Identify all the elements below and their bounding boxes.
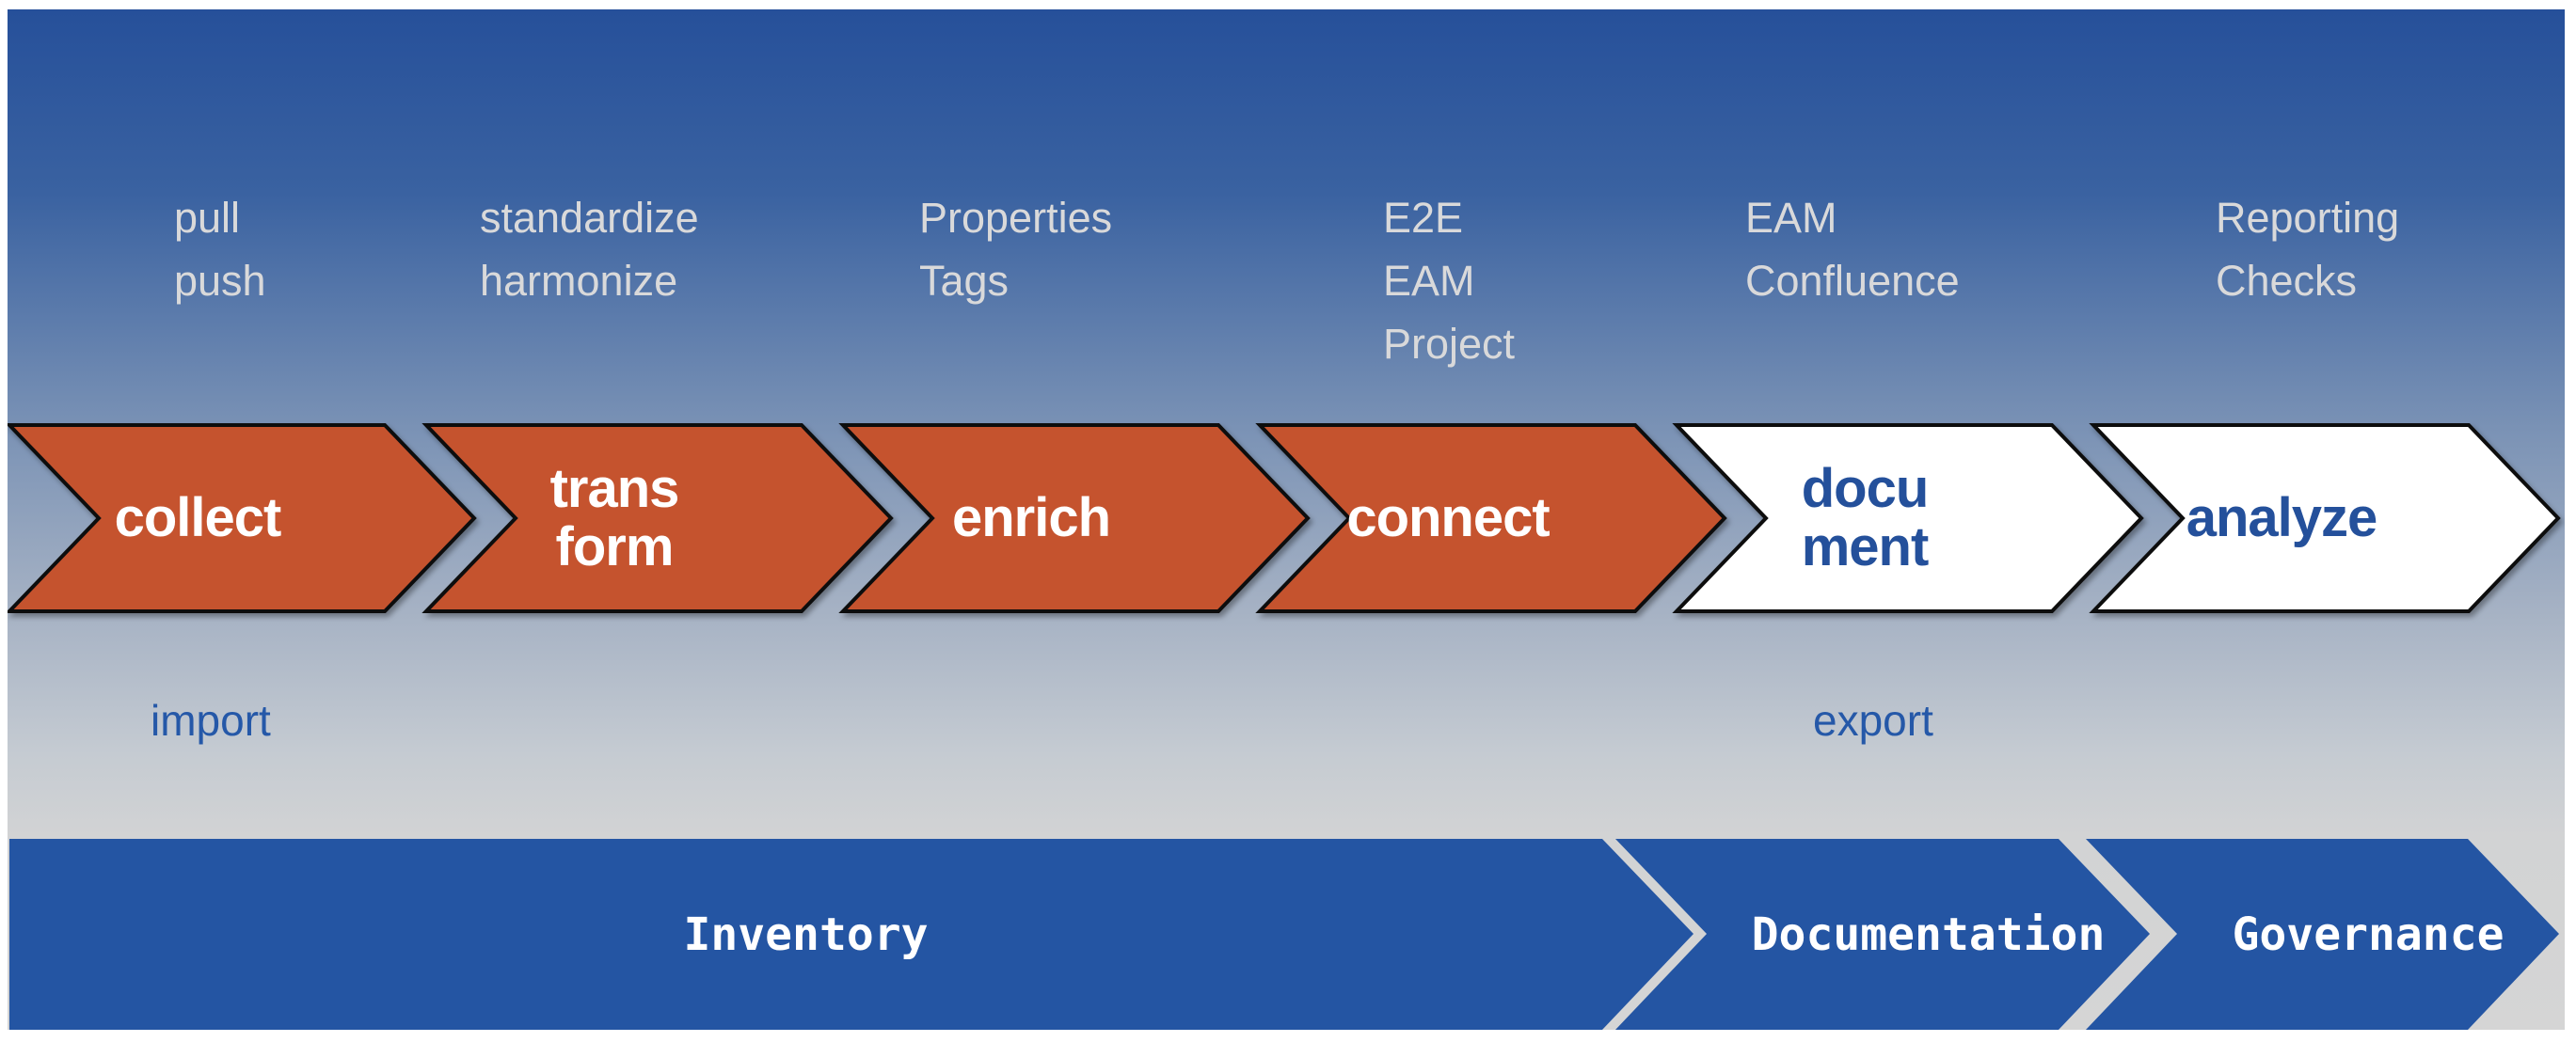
annotation-transform: standardize harmonize (480, 194, 699, 305)
phase-label-documentation: Documentation (1751, 908, 2106, 961)
phase-chevron-governance (2086, 839, 2559, 1030)
annotation-document: EAM Confluence (1745, 194, 1960, 305)
step-label-connect: connect (1346, 487, 1550, 548)
step-label-enrich: enrich (951, 487, 1111, 548)
step-label-analyze: analyze (2186, 487, 2378, 548)
step-chevron-enrich (838, 423, 1311, 613)
step-label-document: docu ment (1801, 458, 1930, 577)
step-chevron-connect (1255, 423, 1727, 613)
annotation-analyze: Reporting Checks (2216, 194, 2400, 305)
phase-label-governance: Governance (2232, 908, 2504, 961)
slide-background: pull push standardize harmonize Properti… (8, 9, 2565, 1030)
step-label-collect: collect (114, 487, 282, 548)
phase-chevron-inventory (9, 839, 1693, 1030)
step-chevron-transform (421, 423, 894, 613)
note-export: export (1813, 696, 1933, 745)
step-chevron-document (1672, 423, 2144, 613)
note-import: import (151, 696, 271, 745)
annotation-collect: pull push (174, 194, 266, 305)
phase-label-inventory: Inventory (683, 908, 929, 961)
step-label-transform: trans form (549, 458, 680, 577)
annotation-connect: E2E EAM Project (1383, 194, 1516, 368)
annotation-enrich: Properties Tags (919, 194, 1113, 305)
step-chevron-collect (8, 423, 477, 613)
step-chevron-analyze (2089, 423, 2561, 613)
chevron-shapes-layer (8, 423, 2561, 1030)
phase-chevron-documentation (1615, 839, 2150, 1030)
